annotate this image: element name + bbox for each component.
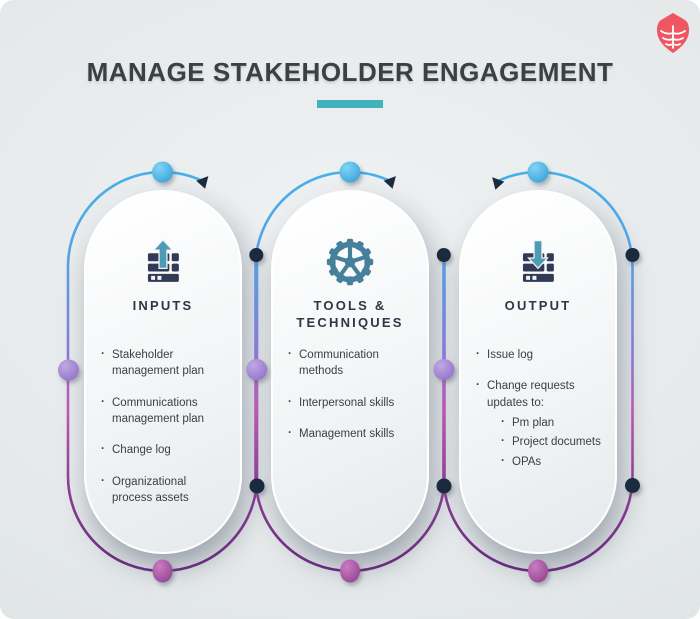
bullet-dot: · <box>501 435 505 448</box>
bullet-dot: · <box>501 454 505 467</box>
list-item: · Communications management plan <box>101 395 228 428</box>
violet-dot <box>246 359 268 380</box>
bullet-dot: · <box>476 379 480 392</box>
bullet-dot: · <box>101 395 105 408</box>
list-item-text: Communications management plan <box>112 396 205 425</box>
sub-list: · Pm plan · Project documets · OPAs <box>501 415 603 470</box>
navy-dot <box>249 478 265 494</box>
list-item: · Organizational process assets <box>101 474 228 507</box>
navy-dot <box>625 248 640 262</box>
bullet-dot: · <box>288 426 292 439</box>
list-item: · Interpersonal skills <box>288 395 415 411</box>
card-output: OUTPUT · Issue log · Change requests update… <box>459 190 617 554</box>
list-item: · Management skills <box>288 426 415 442</box>
navy-dot <box>436 248 451 262</box>
list-item-text: Communication methods <box>299 349 379 378</box>
bullet-dot: · <box>101 474 105 487</box>
list-item-text: Organizational process assets <box>112 475 189 504</box>
arrow-triangle-icon <box>196 176 209 189</box>
bullet-dot: · <box>288 348 292 360</box>
arrow-triangle-icon <box>492 177 505 190</box>
magenta-dot <box>152 559 173 583</box>
list-item-text: Change requests updates to: <box>487 380 575 409</box>
stack-arrow-down-icon <box>461 238 615 286</box>
card-list: · Stakeholder management plan · Communicati… <box>101 347 228 506</box>
violet-dot <box>433 359 455 380</box>
navy-dot <box>249 248 264 262</box>
navy-dot <box>625 478 640 493</box>
card-tools-techniques: TOOLS & TECHNIQUES · Communication method… <box>271 190 429 554</box>
list-item: · Issue log <box>476 347 603 363</box>
magenta-dot <box>528 559 548 583</box>
title-underline <box>317 100 383 108</box>
violet-dot <box>58 359 79 381</box>
navy-dot <box>436 478 452 494</box>
sub-item-text: OPAs <box>512 455 542 468</box>
badge-leaf-icon <box>657 13 689 53</box>
list-item: · Change requests updates to: · Pm plan · Pro… <box>476 378 603 470</box>
bullet-dot: · <box>501 415 505 428</box>
list-item: · Communication methods <box>288 347 415 380</box>
list-item-text: Issue log <box>487 349 534 361</box>
bullet-dot: · <box>101 348 105 360</box>
brand-logo <box>655 13 691 53</box>
sub-list-item: · OPAs <box>501 454 603 470</box>
cyan-dot <box>527 161 549 183</box>
page-title: MANAGE STAKEHOLDER ENGAGEMENT <box>86 57 614 87</box>
list-item-text: Interpersonal skills <box>299 396 395 409</box>
card-inputs: INPUTS · Stakeholder management plan · Comm… <box>84 190 242 554</box>
cyan-dot <box>339 161 361 183</box>
list-item-text: Change log <box>112 444 171 457</box>
cyan-dot <box>152 161 173 183</box>
sub-item-text: Pm plan <box>512 416 555 429</box>
bullet-dot: · <box>476 348 480 360</box>
list-item-text: Stakeholder management plan <box>112 349 205 378</box>
bullet-dot: · <box>288 395 292 408</box>
sub-item-text: Project documets <box>512 436 601 449</box>
arrowheads <box>196 176 505 190</box>
card-list: · Communication methods · Interpersonal ski… <box>288 347 415 442</box>
stack-arrow-up-icon <box>86 238 240 286</box>
sub-list-item: · Pm plan <box>501 415 603 431</box>
list-item: · Change log <box>101 442 228 458</box>
magenta-dot <box>340 559 360 583</box>
card-heading: TOOLS & TECHNIQUES <box>296 298 404 330</box>
arrow-triangle-icon <box>383 176 396 189</box>
list-item: · Stakeholder management plan <box>101 347 228 380</box>
list-item-text: Management skills <box>299 427 395 440</box>
sub-list-item: · Project documets <box>501 434 603 450</box>
card-list: · Issue log · Change requests updates to: · P… <box>476 347 603 470</box>
card-heading: OUTPUT <box>504 298 572 313</box>
card-heading: INPUTS <box>132 298 194 313</box>
gear-icon <box>273 238 427 286</box>
bullet-dot: · <box>101 443 105 456</box>
